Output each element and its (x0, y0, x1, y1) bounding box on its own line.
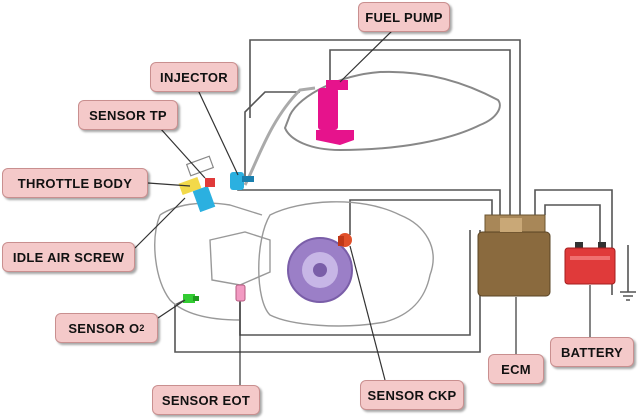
battery-label: BATTERY (550, 337, 634, 367)
injector-label: INJECTOR (150, 62, 238, 92)
throttle-body-label: THROTTLE BODY (2, 168, 148, 198)
sensor-o2-subscript: 2 (139, 323, 145, 333)
fuel-line (243, 86, 316, 186)
battery-component (564, 242, 616, 285)
wire-ground (620, 245, 636, 301)
wiring-harness (174, 39, 636, 353)
wire-battery-1 (534, 189, 613, 295)
sensor-eot-label: SENSOR EOT (152, 385, 260, 415)
wire-sensor-tp (237, 175, 501, 215)
engine-outline (154, 201, 434, 327)
sensor-ckp-component (338, 233, 352, 247)
ecm-component (477, 214, 551, 297)
injector-component (230, 172, 254, 190)
fuel-pump-component (316, 80, 354, 145)
sensor-o2-text: SENSOR O (68, 320, 140, 336)
flywheel (287, 237, 353, 303)
idle-air-screw-label: IDLE AIR SCREW (2, 242, 135, 272)
sensor-tp-component (205, 178, 215, 187)
wire-battery-2 (544, 204, 601, 245)
ecm-label: ECM (488, 354, 544, 384)
wire-sensor-eot (239, 230, 471, 336)
sensor-eot-component (235, 284, 246, 302)
sensor-ckp-label: SENSOR CKP (360, 380, 464, 410)
wire-ecm-fuel-pump (249, 39, 521, 215)
wire-fuel-pump (329, 49, 511, 215)
sensor-tp-label: SENSOR TP (78, 100, 178, 130)
leader-lines (134, 27, 591, 385)
wire-sensor-ckp (349, 199, 493, 235)
wire-sensor-o2 (174, 230, 481, 353)
fuel-pump-label: FUEL PUMP (358, 2, 450, 32)
wire-injector (244, 91, 300, 180)
fuel-tank (283, 70, 501, 152)
sensor-o2-component (183, 294, 199, 303)
